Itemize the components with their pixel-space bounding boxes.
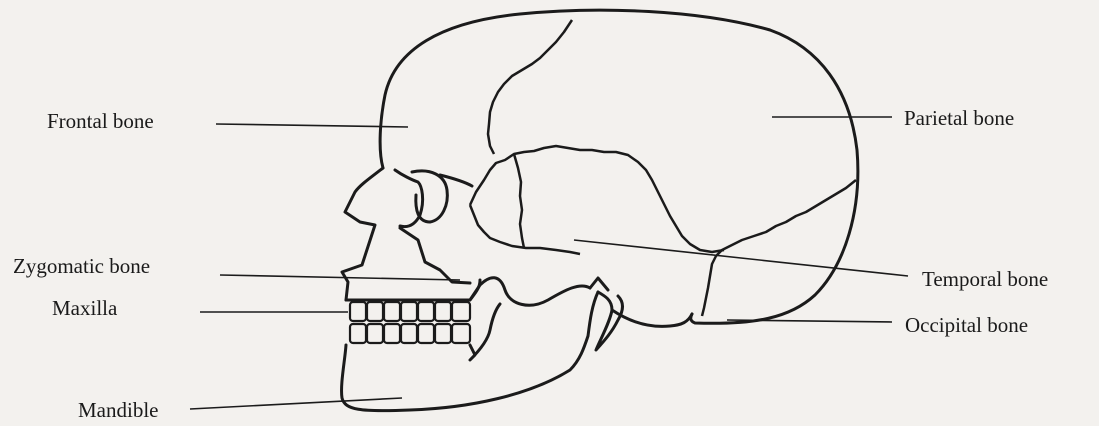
lambdoid-suture xyxy=(702,180,856,316)
mandible-inner xyxy=(470,304,500,360)
orbit xyxy=(412,171,447,222)
sphenoid-suture xyxy=(514,154,524,248)
mastoid-process xyxy=(596,292,623,350)
lower-teeth xyxy=(350,324,470,343)
occipital-bone-label: Occipital bone xyxy=(905,315,1028,336)
face-profile xyxy=(342,168,383,300)
temporal-bone-label: Temporal bone xyxy=(922,269,1048,290)
upper-teeth xyxy=(350,302,470,321)
frontal-bone-label: Frontal bone xyxy=(47,111,154,132)
temporal-leader xyxy=(574,240,908,276)
zygomatic-bone-label: Zygomatic bone xyxy=(13,256,150,277)
skull-base xyxy=(612,310,692,326)
condyle xyxy=(590,278,608,290)
mandible-leader xyxy=(190,398,402,409)
maxilla-label: Maxilla xyxy=(52,298,117,319)
orbit-rim xyxy=(395,170,423,227)
temporal-suture xyxy=(470,146,724,252)
mandible-ramus xyxy=(470,278,590,306)
frontal-leader xyxy=(216,124,408,127)
coronal-suture xyxy=(488,20,572,154)
zygomatic-leader xyxy=(220,275,460,280)
parietal-bone-label: Parietal bone xyxy=(904,108,1014,129)
cranium-outline xyxy=(380,10,858,323)
zygomatic-outline xyxy=(400,175,472,283)
mandible-label: Mandible xyxy=(78,400,158,421)
